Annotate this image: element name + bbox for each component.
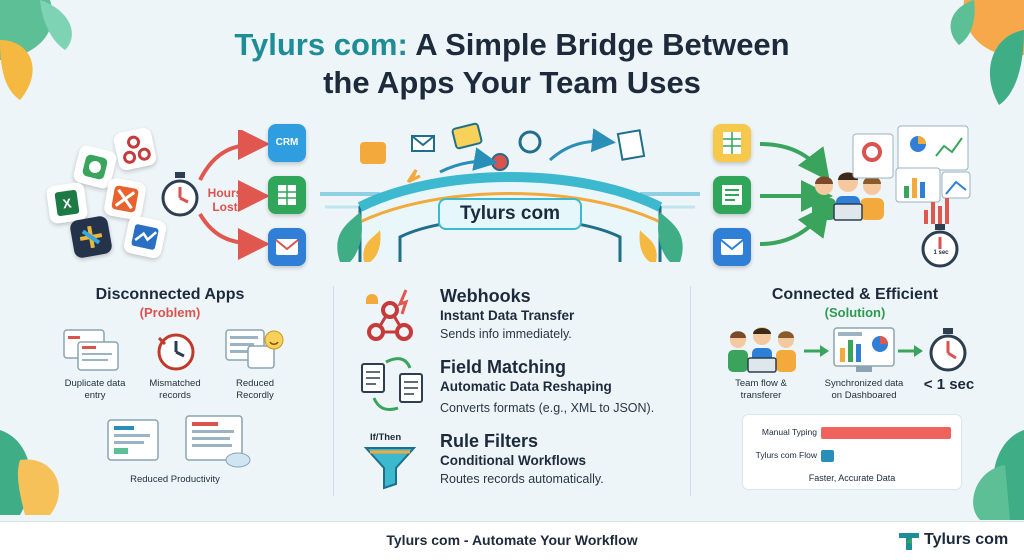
page-title: Tylurs com: A Simple Bridge Between the …: [0, 26, 1024, 102]
comparison-bar-manual: [821, 427, 951, 439]
crm-app-icon: CRM: [268, 124, 306, 162]
chat-app-icon: [71, 143, 119, 191]
sheets-app-icon-right: [713, 124, 751, 162]
mismatched-records-icon: [157, 333, 195, 371]
comparison-row-manual-label: Manual Typing: [761, 427, 817, 437]
leaf-decoration-top-right: [950, 0, 1024, 105]
solution-subtitle: (Solution): [824, 305, 886, 320]
feature-subtitle-webhooks: Instant Data Transfer: [440, 308, 575, 323]
feature-title-webhooks: Webhooks: [440, 286, 531, 306]
feature-desc-webhooks: Sends info immediately.: [440, 327, 572, 341]
comparison-row-flow-label: Tylurs com Flow: [755, 450, 817, 460]
speed-timer-icon: [929, 328, 967, 372]
timer-label: 1 sec: [933, 250, 949, 256]
sheets-app-icon: [268, 176, 306, 214]
hours-lost-label: Hours Lost: [207, 186, 243, 214]
speed-label: < 1 sec: [923, 376, 975, 393]
footer-tagline: Tylurs com - Automate Your Workflow: [386, 532, 638, 548]
title-line1: A Simple Bridge Between: [415, 27, 790, 62]
bridge-illustration: [320, 122, 700, 262]
synced-dashboard-icon: [833, 327, 895, 372]
reduced-productivity-icon: [107, 415, 251, 468]
team-flow-icon: [728, 327, 796, 373]
mismatched-records-label: Mismatched records: [149, 378, 201, 401]
comparison-caption: Faster, Accurate Data: [808, 473, 896, 483]
comparison-track-flow: [821, 450, 951, 462]
reduced-productivity-label: Reduced Productivity: [130, 474, 220, 485]
problem-subtitle: (Problem): [139, 305, 201, 320]
if-then-badge: If/Then: [370, 432, 402, 443]
comparison-bar-flow: [821, 450, 834, 462]
leaf-decoration-top-left: [0, 0, 72, 100]
feature-title-rule-filters: Rule Filters: [440, 431, 539, 451]
title-line2: the Apps Your Team Uses: [323, 65, 701, 100]
leaf-decoration-bottom-left: [0, 430, 59, 515]
crm-label: CRM: [275, 137, 299, 148]
webhook-app-icon: [112, 126, 158, 172]
problem-title: Disconnected Apps: [95, 286, 245, 303]
footer: Tylurs com - Automate Your Workflow Tylu…: [0, 521, 1024, 560]
duplicate-data-icon: [63, 329, 119, 371]
duplicate-data-label: Duplicate data entry: [64, 378, 126, 401]
title-brand: Tylurs com:: [234, 27, 408, 62]
feature-subtitle-rule-filters: Conditional Workflows: [440, 453, 586, 468]
footer-logo-text: Tylurs com: [924, 531, 1009, 548]
stopwatch-icon: [161, 172, 199, 217]
comparison-panel: Manual Typing Tylurs com Flow Faster, Ac…: [742, 414, 962, 490]
chart-app-icon: [122, 214, 168, 260]
field-matching-icon: [361, 357, 423, 412]
excel-app-icon: X: [45, 181, 89, 225]
logo-icon: [899, 533, 919, 550]
feature-title-field-matching: Field Matching: [440, 357, 566, 377]
webhook-icon: [366, 289, 413, 341]
slack-app-icon: [68, 214, 114, 260]
reduced-recordly-label: Reduced Recordly: [235, 378, 275, 401]
feature-subtitle-field-matching: Automatic Data Reshaping: [440, 379, 612, 394]
mail-app-icon: [268, 228, 306, 266]
form-app-icon-right: [713, 176, 751, 214]
timer-icon: [921, 224, 959, 268]
funnel-icon: [363, 447, 417, 490]
synced-dashboard-label: Synchronized data on Dashboared: [824, 378, 904, 401]
red-arrows: [198, 130, 270, 260]
scattered-apps: X: [45, 126, 176, 260]
mail-app-icon-right: [713, 228, 751, 266]
solution-title: Connected & Efficient: [771, 286, 939, 303]
flow-arrow-2: [898, 345, 923, 357]
divider-right: [690, 286, 691, 496]
feature-desc-field-matching: Converts formats (e.g., XML to JSON).: [440, 401, 655, 415]
comparison-track-manual: [821, 427, 951, 439]
office-app-icon: [102, 176, 148, 222]
flow-arrow-1: [804, 345, 829, 357]
bridge-label: Tylurs com: [438, 198, 582, 230]
dashboard-illustration: [852, 125, 971, 203]
mini-bars-illustration: [924, 198, 949, 224]
divider-left: [333, 286, 334, 496]
leaf-decoration-bottom-right: [973, 430, 1024, 520]
team-flow-label: Team flow & transferer: [735, 378, 787, 401]
reduced-recordly-icon: [225, 329, 284, 369]
feature-desc-rule-filters: Routes records automatically.: [440, 472, 604, 486]
svg-text:X: X: [62, 195, 73, 211]
